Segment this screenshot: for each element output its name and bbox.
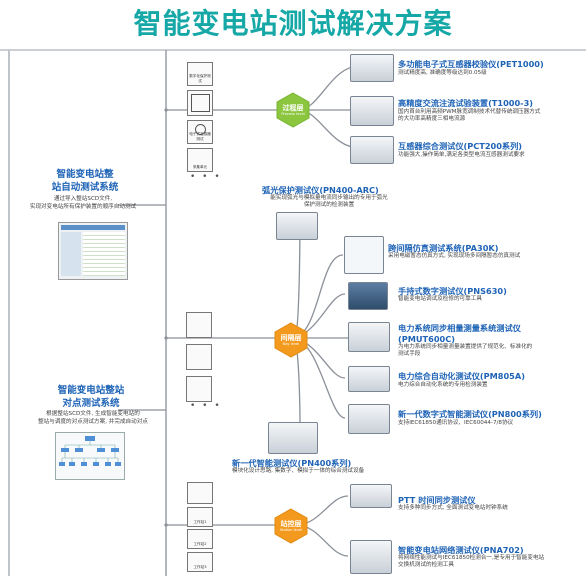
product-desc-8: 电力综合自动化系统的专用检测装置 [398, 382, 488, 388]
system-title-2-line1: 智能变电站整站 [57, 385, 125, 396]
layer-hexagon-icon [274, 322, 308, 358]
product-desc-12-line1: 将网络性能测试与IEC61850检测合一,是专用于智能变电站 [398, 555, 545, 561]
device-pmut600c [348, 322, 390, 352]
system-desc-2: 根据整站SCD文件, 生成智能变电站的 整站与调度的对点测试方案, 并完成自动对… [20, 411, 166, 426]
system-title-2-line2: 对点测试系统 [62, 398, 120, 409]
station-thumbnail-2: 工作站1 [187, 507, 213, 527]
point-test-topology-diagram [55, 432, 125, 480]
product-desc-7-line1: 为电力系统同步相量测量装置提供了规范化、标准化的 [398, 344, 533, 350]
process-thumbnail-2 [187, 90, 213, 116]
product-desc-2-line2: 的大功率高精度三相电流源 [398, 116, 466, 123]
product-desc-2: 国内首台利用高频PWM脉宽调制技术代替传统调压器方式 的大功率高精度三相电流源 [398, 109, 540, 123]
process-layer-sub: Process level [281, 112, 305, 116]
system-title-1-line2: 站自动测试系统 [51, 182, 119, 193]
product-desc-5: 采用电磁暂态仿真方式, 实现现场多间隔暂态仿真测试 [388, 253, 521, 259]
product-desc-7: 为电力系统同步相量测量装置提供了规范化、标准化的 测试手段 [398, 344, 532, 358]
system-desc-1: 通过导入整站SCD文件, 实现对变电站所有保护装置的顺序自动测试 [0, 196, 166, 211]
device-ptt [350, 484, 392, 508]
product-desc-9: 支持IEC61850通讯协议、IEC60044-7/8协议 [398, 420, 514, 426]
process-thumbnail-3: 电子式互感器测试 [187, 120, 213, 144]
product-name-7-line1: 电力系统同步相量测量系统测试仪 [398, 323, 521, 333]
process-thumbnail-1: 数字化保护测试 [187, 62, 213, 86]
system-title-1: 智能变电站整 站自动测试系统 [30, 168, 140, 194]
product-desc-12-line2: 交换机测试的检测工具 [398, 562, 454, 569]
product-desc-11: 支持多种同步方式, 全面测试变电站时钟系统 [398, 505, 508, 511]
bay-thumbnail-2 [186, 344, 212, 370]
bay-layer-node: 间隔层 Bay level [273, 322, 309, 358]
thumb-label-1: 数字化保护测试 [189, 74, 211, 83]
system-title-2: 智能变电站整站 对点测试系统 [35, 384, 147, 410]
bay-layer-sub: Bay level [282, 342, 300, 346]
more-dots-1: • • • [190, 172, 222, 182]
device-pn800 [348, 404, 390, 434]
thumb-label-4: 采集单元 [192, 165, 208, 169]
product-name-12: 智能变电站网络测试仪(PNA702) [398, 545, 524, 555]
device-pns630 [348, 282, 388, 310]
thumb-label-12: 工作站2 [193, 542, 207, 546]
device-pm805a [348, 366, 390, 392]
system-title-1-line1: 智能变电站整 [56, 169, 114, 180]
product-name-2: 高精度交流注流试验装置(T1000-3) [398, 98, 534, 108]
product-desc-1: 测试精度高, 准确度等级达到0.05级 [398, 70, 487, 76]
product-name-6: 手持式数字测试仪(PNS630) [398, 286, 507, 296]
system-desc-2-line1: 根据整站SCD文件, 生成智能变电站的 [46, 411, 140, 417]
product-desc-7-line2: 测试手段 [398, 351, 421, 358]
device-pna702 [350, 540, 392, 574]
layer-hexagon-icon [274, 508, 308, 544]
product-desc-10: 模块化设计思路, 集数字、模拟于一体的综合测试设备 [232, 468, 365, 474]
product-desc-4-line2: 保护测试的检测装置 [303, 202, 355, 209]
product-desc-12: 将网络性能测试与IEC61850检测合一,是专用于智能变电站 交换机测试的检测工… [398, 555, 544, 569]
product-name-5: 跨间隔仿真测试系统(PA30K) [388, 243, 499, 253]
device-pn400 [268, 422, 318, 454]
bay-thumbnail-3 [186, 376, 212, 402]
auto-test-software-screenshot [58, 222, 128, 280]
device-pa30k [344, 236, 384, 274]
product-name-10: 新一代智能测试仪(PN400系列) [232, 458, 352, 468]
page-title: 智能变电站测试解决方案 [133, 7, 453, 40]
product-name-7-line2: (PMUT600C) [398, 334, 455, 344]
product-name-8: 电力综合自动化测试仪(PM805A) [398, 371, 525, 381]
product-name-1: 多功能电子式互感器校验仪(PET1000) [398, 59, 544, 69]
process-thumbnail-4: 采集单元 [187, 148, 213, 172]
thumb-label-11: 工作站1 [193, 520, 207, 524]
product-desc-4: 能实现弧光与模拟量电流同步输出的专用于弧光 保护测试的检测装置 [254, 195, 404, 209]
station-thumbnail-1 [187, 482, 213, 504]
thumb-label-3: 电子式互感器测试 [189, 132, 211, 141]
process-layer-node: 过程层 Process level [275, 92, 311, 128]
product-desc-2-line1: 国内首台利用高频PWM脉宽调制技术代替传统调压器方式 [398, 109, 541, 115]
station-layer-label: 站控层 [280, 520, 302, 528]
process-layer-label: 过程层 [282, 104, 304, 112]
station-layer-sub: Station level [279, 528, 303, 532]
bay-thumbnail-1 [186, 312, 212, 338]
more-dots-2: • • • [190, 401, 222, 411]
product-name-11: PTT 时间同步测试仪 [398, 495, 476, 505]
system-desc-2-line2: 整站与调度的对点测试方案, 并完成自动对点 [38, 418, 148, 425]
station-thumbnail-3: 工作站2 [187, 529, 213, 549]
system-desc-1-line2: 实现对变电站所有保护装置的顺序自动测试 [29, 203, 137, 210]
station-thumbnail-4: 工作站3 [187, 552, 213, 572]
device-pn400-arc [276, 212, 318, 240]
product-desc-4-line1: 能实现弧光与模拟量电流同步输出的专用于弧光 [270, 195, 388, 201]
system-desc-1-line1: 通过导入整站SCD文件, [53, 196, 113, 202]
product-desc-3: 功能强大,操作简单,满足各类型电流互感器测试要求 [398, 152, 525, 158]
product-name-7: 电力系统同步相量测量系统测试仪 (PMUT600C) [398, 322, 521, 344]
bay-layer-label: 间隔层 [280, 334, 302, 342]
product-name-3: 互感器综合测试仪(PCT200系列) [398, 141, 523, 151]
station-layer-node: 站控层 Station level [273, 508, 309, 544]
device-pct200 [350, 136, 394, 164]
thumb-label-13: 工作站3 [193, 565, 207, 569]
product-desc-6: 智能变电站调试及检修的可靠工具 [398, 296, 482, 302]
device-t1000-3 [350, 96, 394, 126]
product-name-9: 新一代数字式智能测试仪(PN800系列) [398, 409, 542, 419]
product-name-4: 弧光保护测试仪(PN400-ARC) [262, 185, 379, 195]
layer-hexagon-icon [276, 92, 310, 128]
device-pet1000 [350, 54, 394, 82]
